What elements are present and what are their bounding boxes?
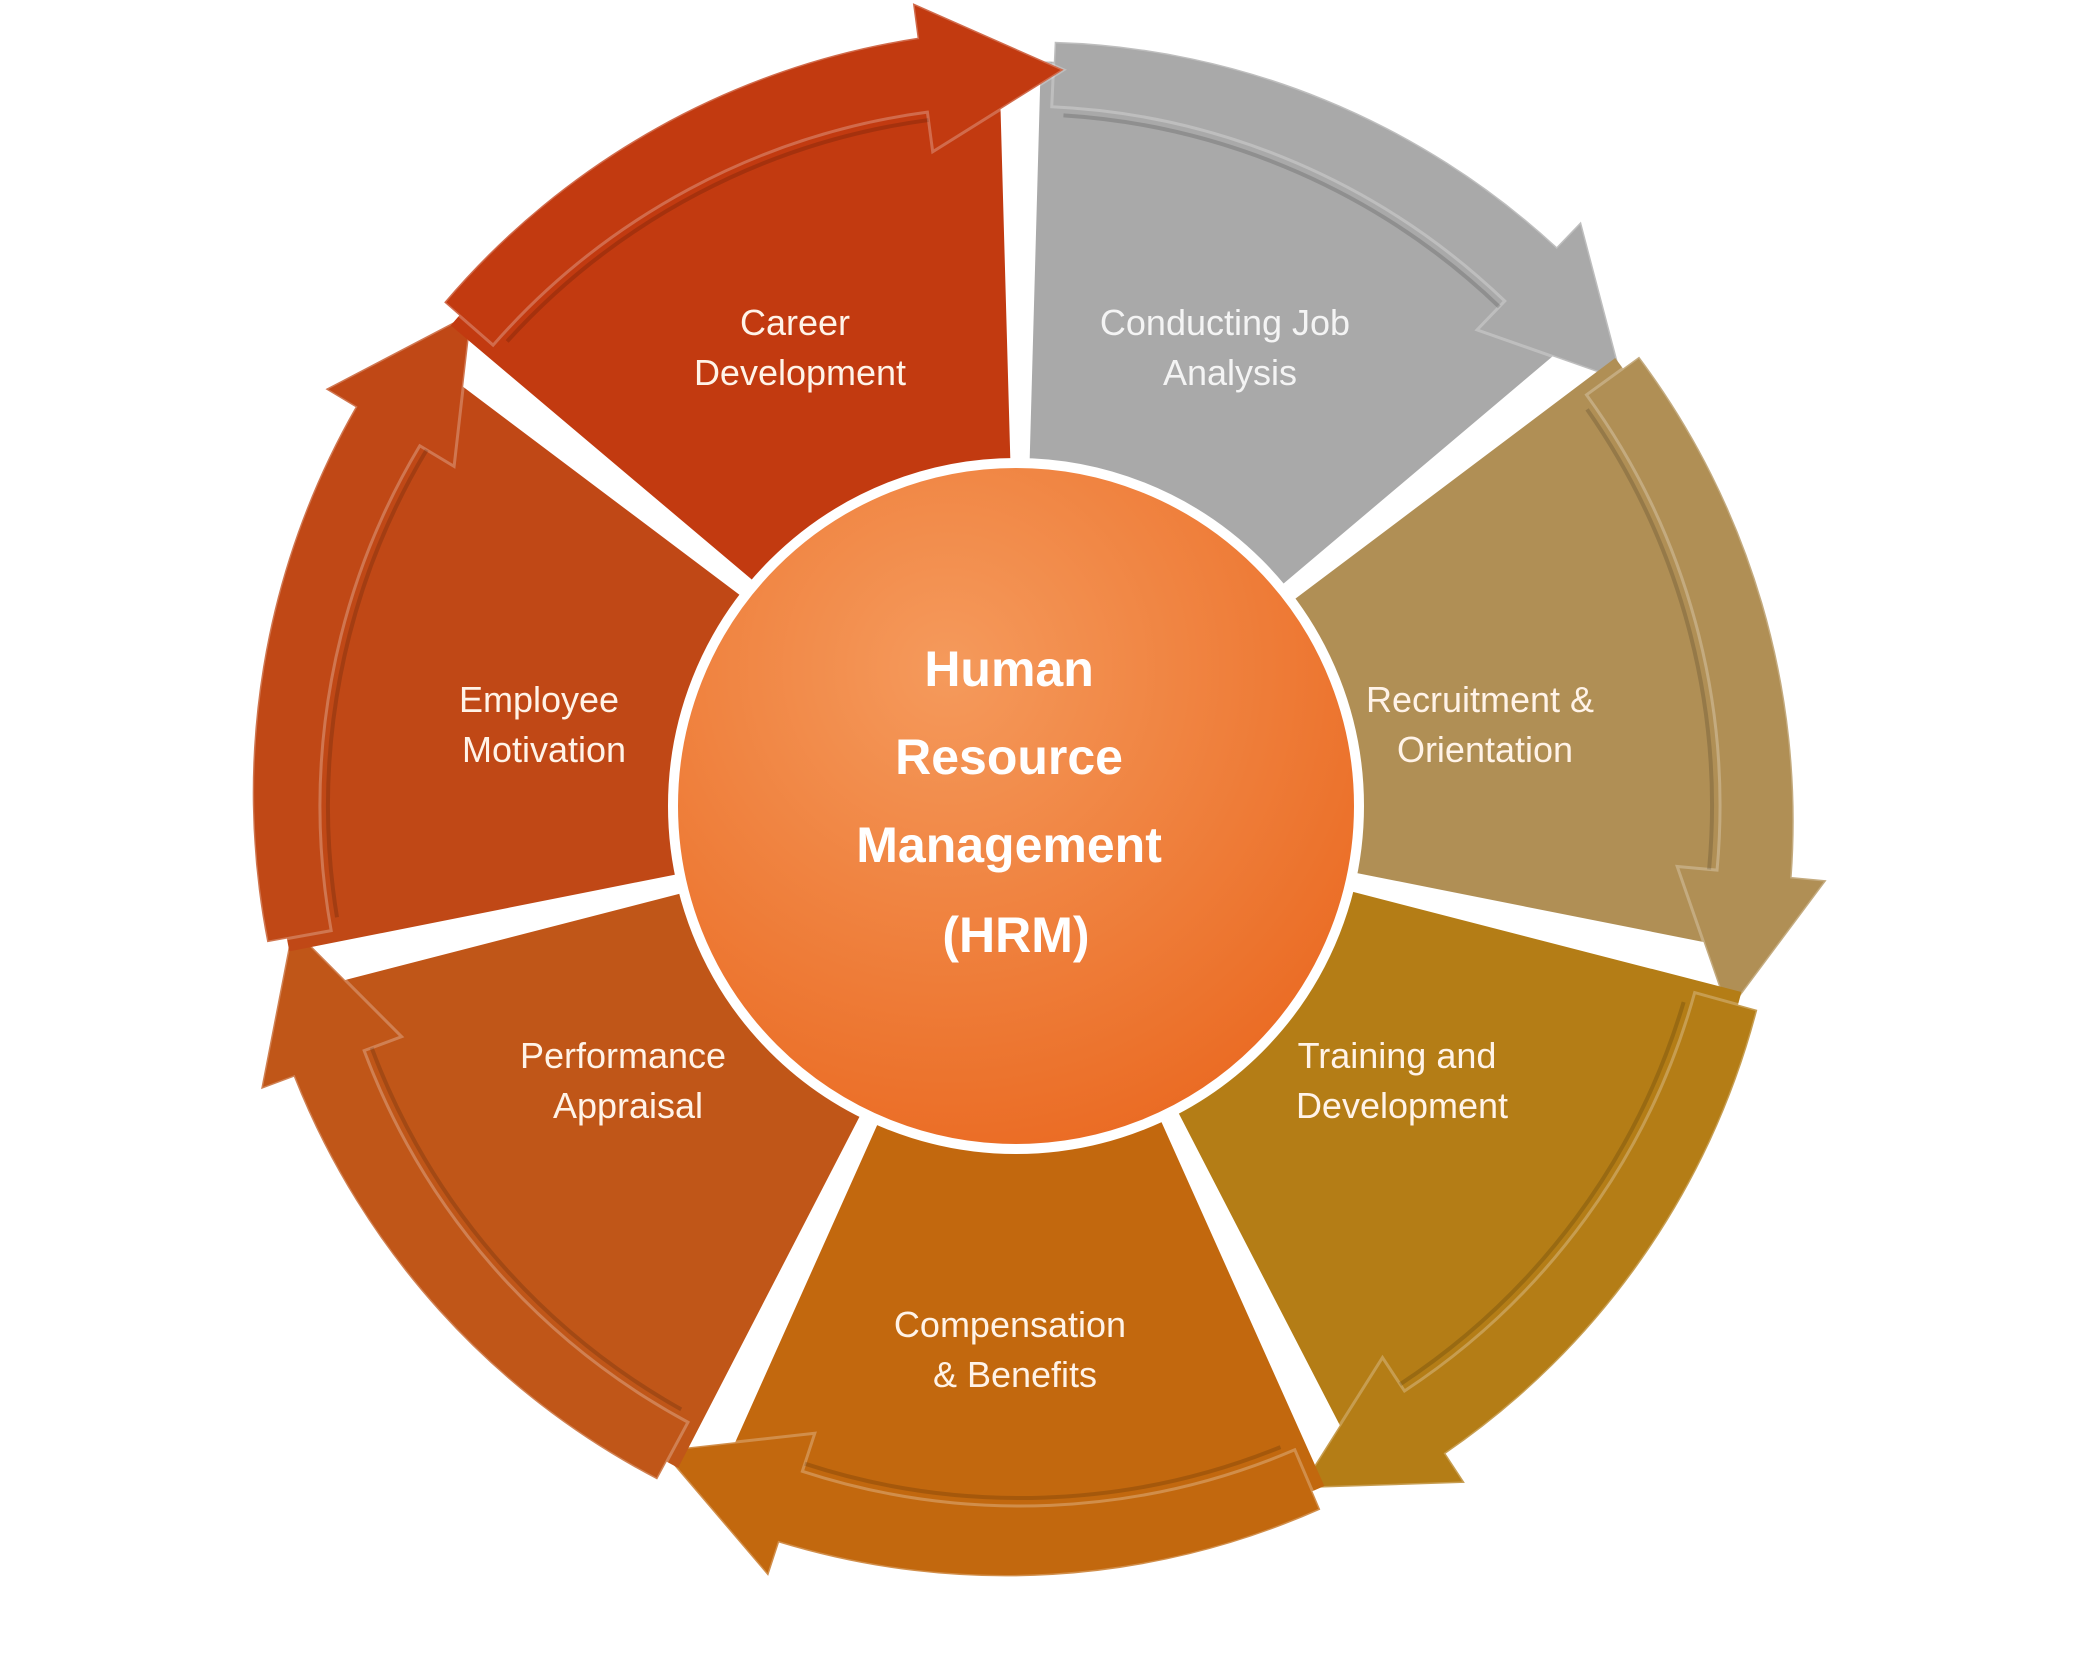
- center-line: Human: [924, 641, 1093, 697]
- clockwise-arrow-icon: [442, 0, 1067, 348]
- label-line: Development: [694, 352, 906, 393]
- label-line: Performance: [520, 1035, 726, 1076]
- arrow-inner-edge: [1398, 1001, 1686, 1386]
- clockwise-arrow-icon: [658, 1431, 1323, 1579]
- label-line: Development: [1296, 1085, 1508, 1126]
- label-line: Orientation: [1397, 729, 1573, 770]
- segment-wedge: [1157, 880, 1742, 1468]
- label-line: Compensation: [894, 1304, 1126, 1345]
- segment-label-recruitment: Recruitment & Orientation: [1366, 679, 1604, 770]
- segment-wedge: [298, 880, 883, 1468]
- clockwise-arrow-icon: [1050, 40, 1626, 384]
- arrow-inner-edge: [804, 1445, 1282, 1500]
- clockwise-arrow-icon: [259, 924, 691, 1482]
- clockwise-arrow-icon: [1584, 354, 1830, 1016]
- segment-label-motivation: Employee Motivation: [459, 679, 629, 770]
- center-line: Management: [856, 817, 1162, 873]
- label-line: Career: [740, 302, 850, 343]
- label-line: Conducting Job: [1100, 302, 1350, 343]
- clockwise-arrow-icon: [1297, 990, 1760, 1490]
- segment-label-career: Career Development: [694, 302, 906, 393]
- segment-label-job-analysis: Conducting Job Analysis: [1100, 302, 1360, 393]
- segment-label-training: Training and Development: [1296, 1035, 1508, 1126]
- segment-wedge: [715, 1079, 1325, 1551]
- label-line: & Benefits: [933, 1354, 1097, 1395]
- arrow-inner-edge: [1063, 113, 1501, 309]
- label-line: Recruitment &: [1366, 679, 1594, 720]
- center-hub: [668, 458, 1364, 1154]
- label-line: Training and: [1298, 1035, 1497, 1076]
- label-line: Motivation: [462, 729, 626, 770]
- segment-label-compensation: Compensation & Benefits: [894, 1304, 1136, 1395]
- label-line: Appraisal: [553, 1085, 703, 1126]
- label-line: Employee: [459, 679, 619, 720]
- label-line: Analysis: [1163, 352, 1297, 393]
- arrow-inner-edge: [326, 448, 429, 918]
- segments-group: [251, 0, 1830, 1579]
- arrow-inner-edge: [505, 118, 929, 343]
- clockwise-arrow-icon: [251, 310, 474, 944]
- segment-wedge: [275, 357, 781, 952]
- center-title: Human Resource Management (HRM): [856, 641, 1176, 963]
- center-line: (HRM): [942, 907, 1089, 963]
- center-line: Resource: [895, 729, 1123, 785]
- segment-label-performance: Performance Appraisal: [520, 1035, 736, 1126]
- segment-wedge: [1259, 357, 1765, 952]
- arrow-inner-edge: [1585, 408, 1715, 870]
- arrow-inner-edge: [369, 1047, 683, 1412]
